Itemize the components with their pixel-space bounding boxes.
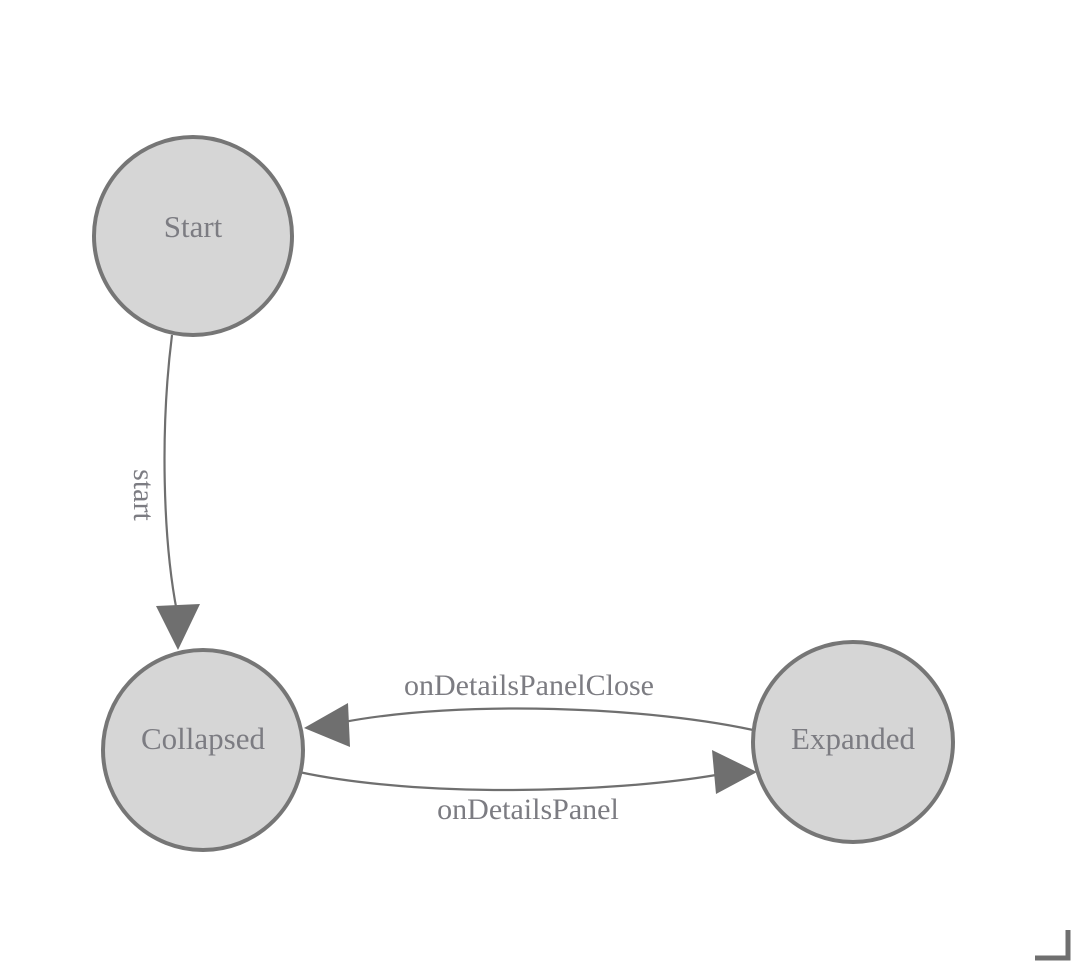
node-start-label: Start	[164, 209, 223, 244]
edge-label-on-details-panel-close: onDetailsPanelClose	[404, 669, 654, 702]
node-collapsed-label: Collapsed	[141, 721, 265, 756]
node-expanded-circle	[751, 640, 955, 844]
arrowhead-into-expanded	[712, 750, 757, 794]
edge-path-expanded-to-collapsed	[343, 707, 763, 734]
edge-path-start-to-collapsed	[163, 334, 179, 613]
arrowhead-into-collapsed-top	[156, 604, 200, 650]
edge-collapsed-to-expanded[interactable]: onDetailsPanel	[298, 750, 757, 826]
edge-start-to-collapsed[interactable]: start	[127, 334, 200, 650]
arrowhead-into-collapsed-right	[304, 703, 350, 747]
edge-expanded-to-collapsed[interactable]: onDetailsPanelClose	[304, 669, 763, 747]
edge-label-on-details-panel: onDetailsPanel	[437, 793, 619, 826]
node-collapsed-circle	[101, 648, 305, 852]
node-start[interactable]: Start	[92, 135, 294, 337]
node-collapsed[interactable]: Collapsed	[101, 648, 305, 852]
viewport-corner-mark	[1035, 930, 1071, 961]
edge-path-collapsed-to-expanded	[298, 770, 717, 792]
node-expanded[interactable]: Expanded	[751, 640, 955, 844]
node-expanded-label: Expanded	[791, 721, 915, 756]
node-start-circle	[92, 135, 294, 337]
edge-label-start: start	[127, 469, 160, 521]
